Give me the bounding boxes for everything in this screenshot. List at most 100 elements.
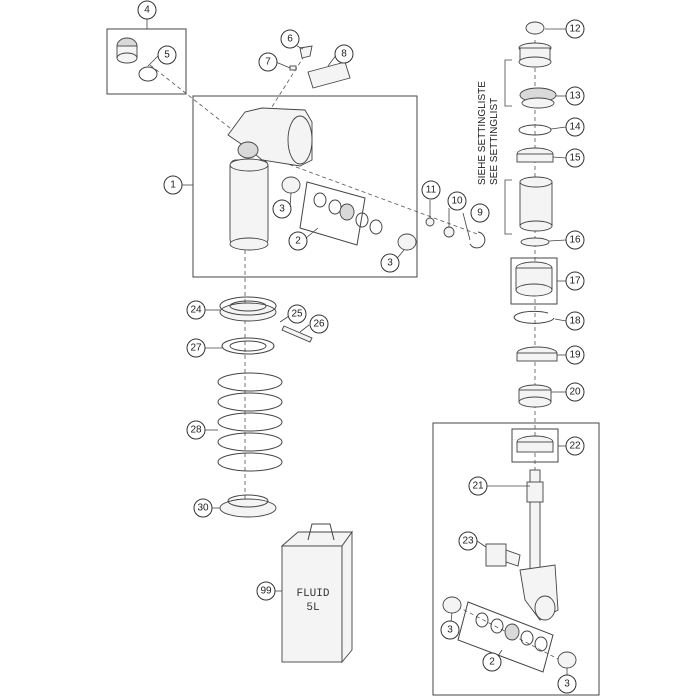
callout-3-left-upper: 3	[272, 199, 292, 219]
clip-7-part	[289, 65, 297, 71]
bushing-3-lower-part	[397, 233, 417, 251]
svg-text:1: 1	[170, 180, 176, 191]
bleed-screw-6-part	[299, 45, 313, 59]
shock-absorber-body-part	[227, 107, 313, 251]
clamp-screw-26-part	[281, 325, 313, 343]
svg-text:13: 13	[569, 91, 581, 102]
setting-bracket-lower	[504, 179, 512, 235]
svg-text:18: 18	[569, 316, 581, 327]
callout-21: 21	[468, 476, 488, 496]
svg-text:3: 3	[447, 625, 453, 636]
setting-bracket-upper	[504, 59, 512, 107]
svg-text:17: 17	[569, 276, 581, 287]
svg-text:30: 30	[197, 503, 209, 514]
svg-text:11: 11	[426, 185, 437, 196]
cap-12-part	[518, 21, 552, 68]
callout-30: 30	[193, 498, 213, 518]
bushing-15-part	[516, 147, 554, 163]
nut-11-part	[425, 217, 435, 227]
setting-note-en: SEE SETTINGLIST	[489, 98, 500, 185]
callout-99: 99	[256, 581, 276, 601]
washer-27-part	[221, 337, 275, 355]
spring-seat-13-part	[519, 87, 557, 109]
callout-2-left: 2	[288, 231, 308, 251]
fluid-can-part: FLUID 5L	[280, 523, 353, 664]
callout-28: 28	[186, 420, 206, 440]
shim-stack-part	[519, 176, 553, 232]
svg-text:7: 7	[265, 57, 271, 68]
callout-15: 15	[565, 148, 585, 168]
callout-2-right: 2	[482, 652, 502, 672]
callout-18: 18	[565, 311, 585, 331]
svg-text:3: 3	[564, 679, 570, 690]
callout-17: 17	[565, 271, 585, 291]
svg-text:16: 16	[569, 235, 581, 246]
callout-5: 5	[157, 45, 177, 65]
decal-8-part	[307, 61, 351, 89]
svg-text:99: 99	[260, 586, 272, 597]
spring-retainer-30-part	[219, 494, 277, 518]
piston-rod-21-part	[519, 469, 559, 621]
svg-text:28: 28	[190, 425, 202, 436]
svg-text:25: 25	[291, 309, 303, 320]
fluid-can-label-2: 5L	[306, 602, 319, 614]
callout-6: 6	[280, 29, 300, 49]
callout-20: 20	[565, 382, 585, 402]
adjuster-23-part	[485, 543, 521, 567]
fluid-can-label-1: FLUID	[296, 588, 329, 600]
callout-1: 1	[163, 175, 183, 195]
svg-text:10: 10	[451, 196, 463, 207]
callout-8: 8	[334, 44, 354, 64]
shock-body-box	[192, 95, 418, 278]
washer-10-part	[443, 226, 455, 238]
callout-16: 16	[565, 230, 585, 250]
callout-22: 22	[565, 436, 585, 456]
piston-rod-box	[432, 422, 600, 696]
bumper-20-part	[518, 384, 552, 408]
callout-4: 4	[137, 0, 157, 20]
callout-3-left-lower: 3	[380, 253, 400, 273]
circlip-9-part	[469, 231, 486, 249]
callout-25: 25	[287, 304, 307, 324]
svg-text:3: 3	[387, 258, 393, 269]
washer-27-inner	[229, 340, 267, 352]
circlip-14-part	[518, 124, 552, 136]
callout-3-right-upper: 3	[440, 620, 460, 640]
callout-7: 7	[258, 52, 278, 72]
spring-28-part	[217, 372, 283, 472]
bearing-part	[116, 37, 138, 64]
svg-text:8: 8	[341, 49, 347, 60]
bushing-3-right-lower-part	[557, 651, 577, 669]
callout-13: 13	[565, 86, 585, 106]
seal-ring-5-part	[138, 66, 158, 82]
seal-17-part	[515, 261, 553, 297]
axis-shock-bolt	[249, 149, 481, 236]
svg-text:26: 26	[313, 319, 325, 330]
svg-text:2: 2	[295, 236, 301, 247]
leader-lines	[146, 19, 568, 684]
svg-text:21: 21	[472, 481, 484, 492]
bearing-kit-box	[106, 28, 187, 95]
setting-note-de: SIEHE SETTINGLISTE	[477, 81, 488, 185]
adjusting-ring-24-part	[219, 296, 277, 322]
callout-3-right-lower: 3	[557, 674, 577, 694]
callout-11: 11	[421, 180, 441, 200]
washer-16-part	[520, 237, 550, 247]
svg-text:23: 23	[462, 536, 474, 547]
callout-10: 10	[447, 191, 467, 211]
svg-text:14: 14	[569, 122, 581, 133]
bushing-3-right-upper-part	[442, 596, 462, 614]
svg-text:5: 5	[164, 50, 170, 61]
callout-23: 23	[458, 531, 478, 551]
bushing-3-upper-part	[281, 176, 301, 194]
svg-text:4: 4	[144, 5, 150, 16]
svg-text:9: 9	[477, 208, 483, 219]
seal-22-part	[516, 435, 554, 453]
svg-text:6: 6	[287, 34, 293, 45]
seal-kit-2-part	[299, 181, 383, 246]
svg-text:3: 3	[279, 204, 285, 215]
circlip-18-part	[513, 310, 555, 324]
callout-24: 24	[186, 300, 206, 320]
svg-text:2: 2	[489, 657, 495, 668]
